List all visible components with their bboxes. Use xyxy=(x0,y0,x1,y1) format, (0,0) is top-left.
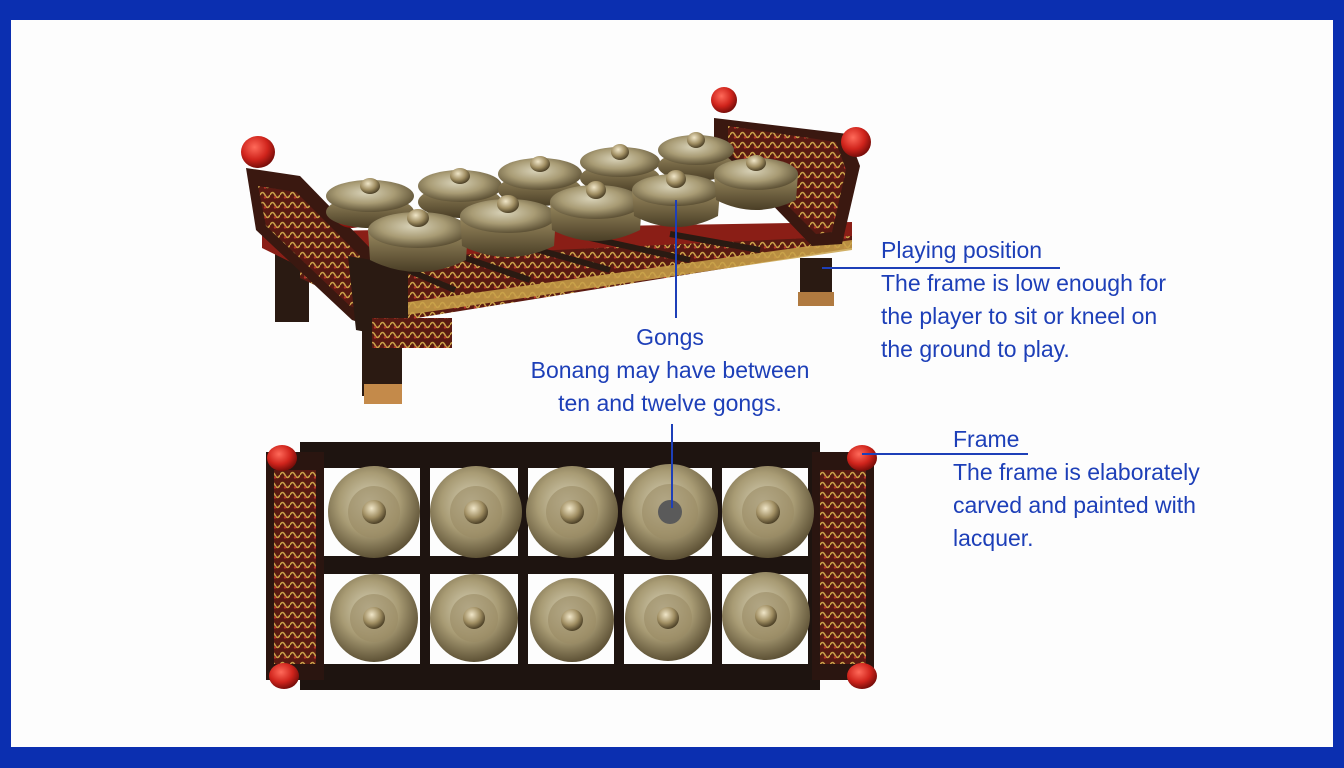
playing-position-heading: Playing position xyxy=(881,237,1043,263)
gongs-text-line-1: Bonang may have between xyxy=(530,357,810,383)
frame-annotation: Frame The frame is elaborately carved an… xyxy=(953,423,1273,555)
leader-lines xyxy=(671,200,1060,508)
frame-text-line-3: lacquer. xyxy=(953,525,1034,551)
gongs-front-row xyxy=(368,155,798,272)
playing-position-text-line-2: the player to sit or kneel on xyxy=(881,303,1158,329)
playing-position-text-line-1: The frame is low enough for xyxy=(881,270,1167,296)
gongs-top-view-upper xyxy=(328,464,814,560)
bonang-top-view xyxy=(266,442,877,690)
playing-position-text-line-3: the ground to play. xyxy=(881,336,1070,362)
bonang-perspective-view xyxy=(241,87,871,404)
frame-text-line-1: The frame is elaborately xyxy=(953,459,1200,485)
gongs-top-view-lower xyxy=(330,572,810,662)
frame-heading: Frame xyxy=(953,426,1020,452)
gongs-annotation: Gongs Bonang may have between ten and tw… xyxy=(500,321,840,420)
gongs-text-line-2: ten and twelve gongs. xyxy=(558,390,782,416)
playing-position-annotation: Playing position The frame is low enough… xyxy=(881,234,1281,366)
gongs-heading: Gongs xyxy=(636,324,704,350)
frame-text-line-2: carved and painted with xyxy=(953,492,1196,518)
